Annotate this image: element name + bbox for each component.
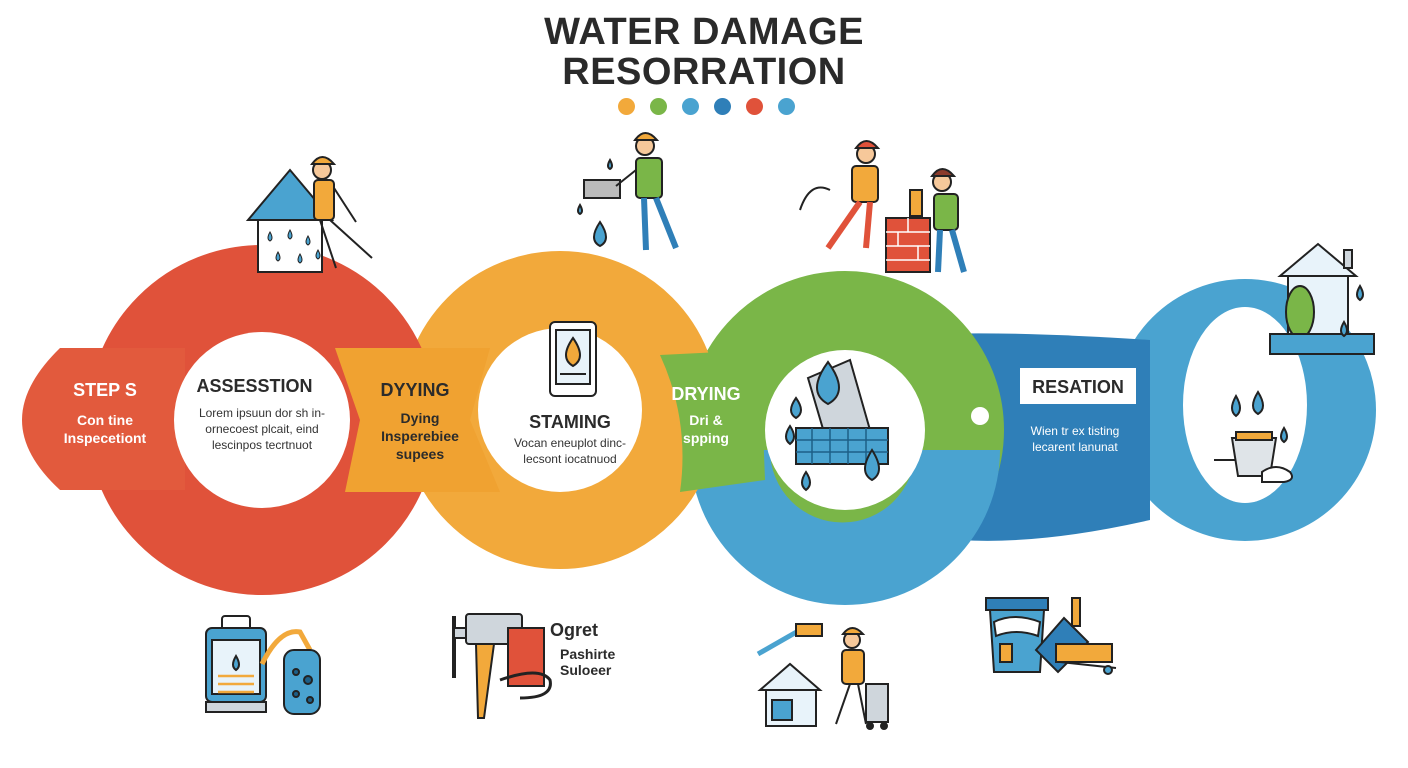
dot xyxy=(746,98,763,115)
dot xyxy=(650,98,667,115)
step1-body3: lescinpos tecrtnuot xyxy=(211,438,313,452)
color-dots xyxy=(618,98,795,115)
inner-circle-1 xyxy=(174,332,350,508)
step1-tab-sub2: Inspecetiont xyxy=(63,430,147,446)
pallet-drop-icon xyxy=(785,358,889,492)
phone-drop-icon xyxy=(549,321,597,397)
step2-tab-sub2: Insperebiee xyxy=(381,428,459,444)
water-tank-icon xyxy=(205,615,321,715)
dot xyxy=(778,98,795,115)
title-line-1: WATER DAMAGE xyxy=(544,11,864,53)
cleaner-icon xyxy=(756,623,889,730)
step4-title: RESATION xyxy=(1032,377,1124,397)
step1-body2: ornecoest plcait, eind xyxy=(205,422,319,436)
step2-tab-title: DYYING xyxy=(380,380,450,400)
title-line-2: RESORRATION xyxy=(562,51,846,93)
step1-tab-sub1: Con tine xyxy=(77,412,133,428)
tab-red xyxy=(22,348,185,490)
step2-tab-sub1: Dying xyxy=(400,410,440,426)
step4-body2: lecarent lanunat xyxy=(1032,440,1118,454)
faucet-drop-icon xyxy=(1214,390,1293,483)
connector-dot xyxy=(971,407,989,425)
step3-tab-sub1: Dri & xyxy=(689,412,723,428)
bricklayer-icon xyxy=(799,140,967,273)
step3-tab-title: DRYING xyxy=(671,384,741,404)
bottom-title: Ogret xyxy=(550,620,599,640)
step1-tab-title: STEP S xyxy=(73,380,137,400)
inner-circle-4 xyxy=(1183,307,1307,503)
house-icon xyxy=(1269,242,1375,355)
step4-body1: Wien tr ex tisting xyxy=(1030,424,1120,438)
step1-body1: Lorem ipsuun dor sh in- xyxy=(198,406,326,420)
step2-title: STAMING xyxy=(529,412,611,432)
paint-roller-icon xyxy=(452,613,552,719)
step2-body1: Vocan eneuplot dinc- xyxy=(513,436,627,450)
paint-bucket-icon xyxy=(985,597,1117,675)
house-leak-icon xyxy=(245,168,335,273)
dot xyxy=(618,98,635,115)
bottom-sub1: Pashirte xyxy=(560,646,616,662)
dot xyxy=(714,98,731,115)
ring-green-lower-blue xyxy=(690,450,1000,605)
step1-title: ASSESSTION xyxy=(196,376,313,396)
step2-body2: lecsont iocatnuod xyxy=(523,452,617,466)
worker-icon xyxy=(310,156,373,269)
inner-circle-2 xyxy=(478,328,642,492)
resation-label-box xyxy=(1020,368,1136,404)
tab-green xyxy=(660,350,765,492)
worker-bucket-icon xyxy=(577,132,679,251)
step2-tab-sub3: supees xyxy=(395,446,445,462)
dot xyxy=(682,98,699,115)
step3-tab-sub2: spping xyxy=(683,430,729,446)
tab-orange xyxy=(335,348,500,492)
bottom-sub2: Suloeer xyxy=(560,662,612,678)
